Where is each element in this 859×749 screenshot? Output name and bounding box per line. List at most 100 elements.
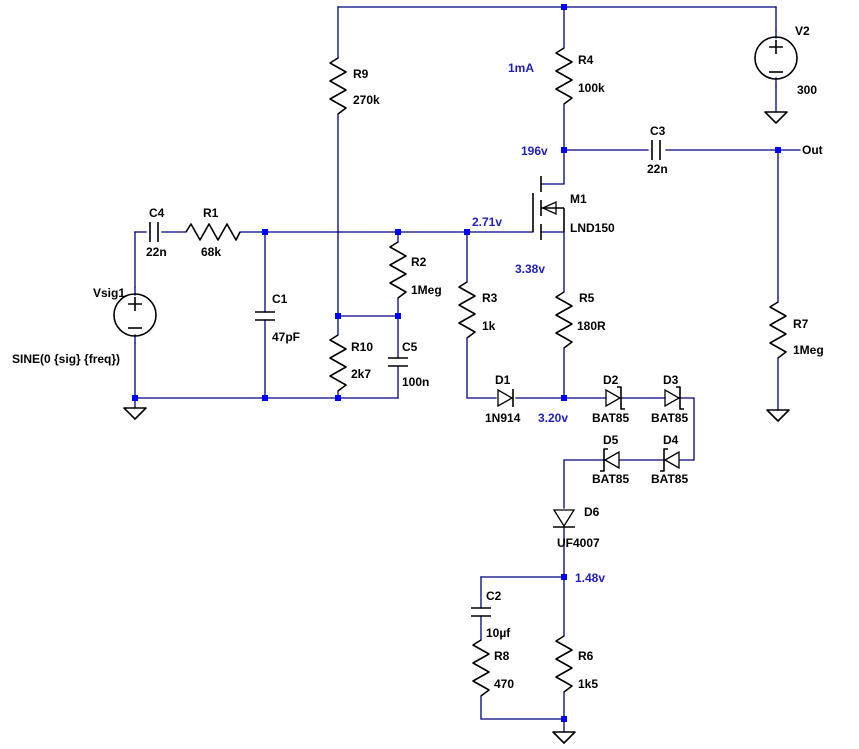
r10-name: R10 bbox=[351, 340, 373, 354]
r4-value: 100k bbox=[578, 81, 605, 95]
vsig1-source: Vsig1 SINE(0 {sig} {freq}) bbox=[12, 286, 157, 366]
c3-capacitor: C3 22n bbox=[647, 124, 668, 176]
v2-source: V2 300 bbox=[754, 24, 817, 97]
source-voltage-annotation: 3.38v bbox=[515, 262, 545, 276]
vsig1-name: Vsig1 bbox=[93, 286, 125, 300]
d2-value: BAT85 bbox=[592, 411, 629, 425]
m1-name: M1 bbox=[570, 192, 587, 206]
d5-value: BAT85 bbox=[592, 472, 629, 486]
c2-capacitor: C2 10µf bbox=[471, 589, 511, 640]
ground-icon bbox=[123, 407, 147, 420]
d2-name: D2 bbox=[603, 373, 619, 387]
ground-icon bbox=[764, 111, 788, 124]
junction bbox=[561, 395, 567, 401]
junction bbox=[464, 229, 470, 235]
gate-voltage-annotation: 2.71v bbox=[472, 215, 502, 229]
r8-resistor: R8 470 bbox=[472, 639, 514, 697]
c5-name: C5 bbox=[402, 340, 418, 354]
junction bbox=[395, 229, 401, 235]
junction bbox=[262, 229, 268, 235]
junction bbox=[561, 574, 567, 580]
d3-name: D3 bbox=[663, 373, 679, 387]
out-label: Out bbox=[802, 143, 823, 157]
r3-name: R3 bbox=[482, 291, 498, 305]
r6-value: 1k5 bbox=[578, 677, 598, 691]
junction bbox=[775, 147, 781, 153]
r8-value: 470 bbox=[494, 677, 514, 691]
c5-capacitor: C5 100n bbox=[388, 340, 429, 389]
d4-diode: D4 BAT85 bbox=[651, 433, 688, 486]
r7-name: R7 bbox=[793, 317, 809, 331]
r2-name: R2 bbox=[411, 255, 427, 269]
r2-resistor: R2 1Meg bbox=[389, 241, 442, 299]
wires bbox=[134, 6, 801, 733]
r1-value: 68k bbox=[201, 245, 221, 259]
v2-name: V2 bbox=[795, 24, 810, 38]
d6-name: D6 bbox=[584, 505, 600, 519]
junctions bbox=[132, 4, 781, 722]
r8-name: R8 bbox=[494, 649, 510, 663]
junction bbox=[561, 147, 567, 153]
c3-name: C3 bbox=[650, 124, 666, 138]
vsig1-value: SINE(0 {sig} {freq}) bbox=[12, 352, 120, 366]
d5-name: D5 bbox=[603, 433, 619, 447]
r3-resistor: R3 1k bbox=[458, 281, 498, 339]
c3-value: 22n bbox=[647, 162, 668, 176]
operating-point-annotations: 1mA 196v 2.71v 3.38v 3.20v 1.48v bbox=[472, 61, 605, 585]
d4-value: BAT85 bbox=[651, 472, 688, 486]
junction bbox=[335, 313, 341, 319]
d2-diode: D2 BAT85 bbox=[592, 373, 629, 425]
junction bbox=[561, 716, 567, 722]
drain-voltage-annotation: 196v bbox=[521, 144, 548, 158]
r1-name: R1 bbox=[203, 206, 219, 220]
m1-mosfet: M1 LND150 bbox=[532, 176, 615, 240]
junction bbox=[132, 395, 138, 401]
r9-value: 270k bbox=[353, 93, 380, 107]
out-net-label: Out bbox=[802, 143, 823, 157]
d1-diode: D1 1N914 bbox=[485, 373, 521, 425]
r5-name: R5 bbox=[579, 291, 595, 305]
ground-icon bbox=[552, 731, 576, 744]
c2-value: 10µf bbox=[486, 626, 511, 640]
r7-value: 1Meg bbox=[793, 343, 824, 357]
r6-resistor: R6 1k5 bbox=[555, 635, 598, 693]
c1-capacitor: C1 47pF bbox=[255, 292, 300, 344]
r5-value: 180R bbox=[577, 319, 606, 333]
d6-value: UF4007 bbox=[557, 536, 600, 550]
junction bbox=[335, 395, 341, 401]
r9-resistor: R9 270k bbox=[329, 57, 380, 115]
r6-name: R6 bbox=[578, 649, 594, 663]
d5-diode: D5 BAT85 bbox=[592, 433, 629, 486]
r6-voltage-annotation: 1.48v bbox=[575, 571, 605, 585]
d6-diode: D6 UF4007 bbox=[552, 505, 600, 550]
r10-resistor: R10 2k7 bbox=[329, 334, 373, 392]
c5-value: 100n bbox=[402, 375, 429, 389]
r9-name: R9 bbox=[353, 67, 369, 81]
c1-value: 47pF bbox=[272, 330, 300, 344]
r10-value: 2k7 bbox=[351, 367, 371, 381]
d1-voltage-annotation: 3.20v bbox=[538, 411, 568, 425]
c4-value: 22n bbox=[146, 245, 167, 259]
r5-resistor: R5 180R bbox=[555, 291, 606, 349]
v2-value: 300 bbox=[797, 83, 817, 97]
r2-value: 1Meg bbox=[411, 283, 442, 297]
junction bbox=[262, 395, 268, 401]
d4-name: D4 bbox=[663, 433, 679, 447]
c2-name: C2 bbox=[486, 589, 502, 603]
c4-name: C4 bbox=[149, 206, 165, 220]
r3-value: 1k bbox=[482, 319, 496, 333]
d1-value: 1N914 bbox=[485, 411, 521, 425]
r7-resistor: R7 1Meg bbox=[769, 301, 824, 359]
d3-diode: D3 BAT85 bbox=[651, 373, 688, 425]
r4-name: R4 bbox=[578, 53, 594, 67]
r4-resistor: R4 100k bbox=[555, 47, 605, 105]
drain-current-annotation: 1mA bbox=[508, 61, 534, 75]
d1-name: D1 bbox=[495, 373, 511, 387]
r1-resistor: R1 68k bbox=[185, 206, 241, 259]
c1-name: C1 bbox=[272, 292, 288, 306]
ground-icon bbox=[766, 409, 790, 422]
junction bbox=[561, 4, 567, 10]
d3-value: BAT85 bbox=[651, 411, 688, 425]
junction bbox=[395, 313, 401, 319]
